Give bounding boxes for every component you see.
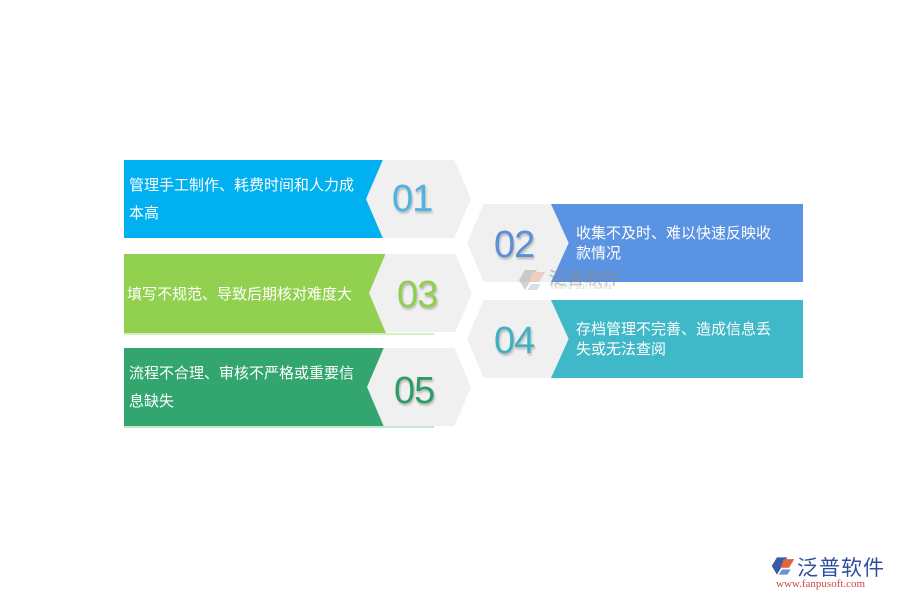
item-02-hexagon — [467, 204, 572, 282]
brand-name: 泛普软件 — [797, 556, 885, 580]
item-02-bar: 收集不及时、难以快速反映收款情况 — [551, 204, 803, 282]
item-03-underline — [124, 333, 434, 335]
item-04-text: 存档管理不完善、造成信息丢失或无法查阅 — [576, 320, 772, 358]
watermark: 泛普软件 FANPU SOFTWARE — [515, 268, 625, 294]
item-05-hexagon — [367, 348, 471, 426]
item-03-hexagon — [369, 254, 472, 332]
watermark-en: FANPU SOFTWARE — [551, 284, 613, 291]
item-01-text: 管理手工制作、耗费时间和人力成本高 — [129, 176, 355, 222]
item-03-number: 03 — [397, 274, 438, 316]
item-01-hexagon — [366, 160, 471, 238]
item-04-number: 04 — [494, 320, 535, 362]
item-02-number: 02 — [494, 224, 535, 266]
item-01-number: 01 — [392, 178, 433, 220]
item-05-underline — [124, 426, 434, 428]
fanpu-logo-icon — [519, 270, 545, 290]
item-01-bar: 管理手工制作、耗费时间和人力成本高 — [124, 160, 384, 238]
item-05-text: 流程不合理、审核不严格或重要信息缺失 — [129, 364, 355, 410]
fanpu-logo-icon — [771, 557, 795, 575]
item-04-bar: 存档管理不完善、造成信息丢失或无法查阅 — [551, 300, 803, 378]
item-05-number: 05 — [394, 370, 435, 412]
item-04-hexagon — [467, 300, 572, 378]
watermark-cn: 泛普软件 — [549, 269, 621, 289]
item-03-bar: 填写不规范、导致后期核对难度大 — [124, 254, 386, 333]
item-02-text: 收集不及时、难以快速反映收款情况 — [576, 224, 772, 262]
brand-logo: 泛普软件 www.fanpusoft.com — [770, 552, 895, 596]
item-05-bar: 流程不合理、审核不严格或重要信息缺失 — [124, 348, 386, 426]
brand-url: www.fanpusoft.com — [776, 578, 866, 590]
item-03-text: 填写不规范、导致后期核对难度大 — [127, 284, 353, 303]
